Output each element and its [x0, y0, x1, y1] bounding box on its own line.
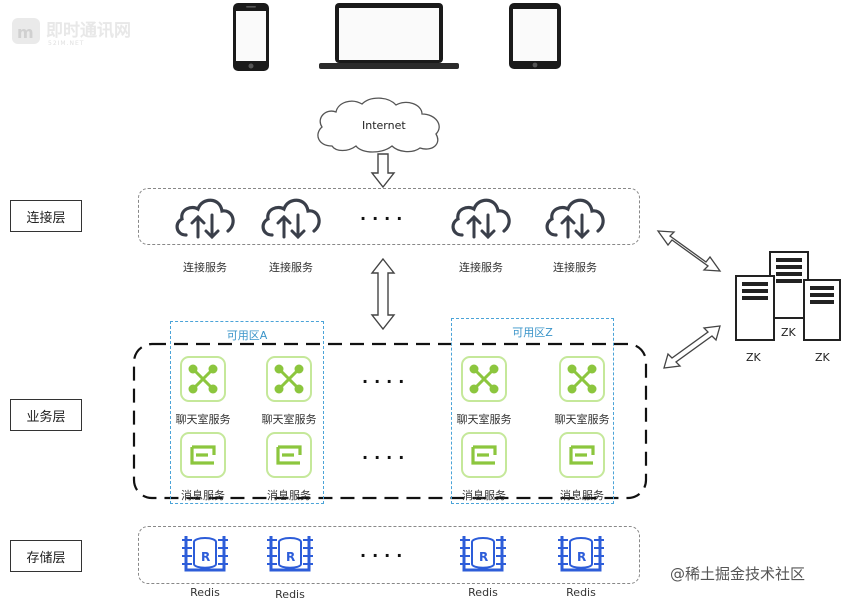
message-icon [190, 445, 216, 465]
connection-service-label: 连接服务 [183, 261, 227, 274]
cloud-icon [317, 97, 440, 153]
smartphone-icon [233, 3, 269, 71]
tablet-icon [509, 3, 561, 69]
laptop-icon [319, 3, 459, 69]
cloud-upload-download-icon [175, 198, 235, 240]
svg-text:R: R [577, 550, 586, 564]
chatroom-service [266, 356, 312, 402]
diagonal-double-arrow-icon [656, 230, 722, 272]
chatroom-service-label: 聊天室服务 [261, 413, 317, 426]
ellipsis: .... [360, 205, 409, 224]
message-service [461, 432, 507, 478]
svg-text:m: m [17, 23, 34, 42]
svg-text:R: R [201, 550, 210, 564]
message-service [180, 432, 226, 478]
chatroom-service [559, 356, 605, 402]
cloud-upload-download-icon [261, 198, 321, 240]
message-icon [569, 445, 595, 465]
svg-text:R: R [479, 550, 488, 564]
logo-sub: 52IM.NET [48, 40, 85, 47]
chatroom-network-icon [469, 364, 499, 394]
availability-zone-z: 可用区Z [451, 318, 614, 504]
zone-z-label: 可用区Z [512, 326, 553, 339]
zk-label: ZK [815, 351, 830, 364]
message-service [559, 432, 605, 478]
diagonal-double-arrow-icon [663, 325, 721, 369]
cloud-upload-download-icon [545, 198, 605, 240]
zk-server-cluster-icon [735, 251, 841, 341]
internet-label: Internet [362, 119, 406, 132]
chatroom-network-icon [274, 364, 304, 394]
redis-icon: R [558, 536, 604, 572]
svg-text:R: R [286, 550, 295, 564]
connection-service-label: 连接服务 [459, 261, 503, 274]
vertical-double-arrow-icon [370, 258, 396, 330]
layer-label-connection: 连接层 [10, 200, 82, 232]
message-icon [471, 445, 497, 465]
chatroom-network-icon [188, 364, 218, 394]
message-service-label: 消息服务 [181, 489, 225, 502]
chatroom-service [180, 356, 226, 402]
chatroom-network-icon [567, 364, 597, 394]
message-icon [276, 445, 302, 465]
connection-layer-box [138, 188, 640, 245]
logo: m 即时通讯网 52IM.NET [10, 14, 170, 54]
ellipsis: .... [360, 542, 409, 561]
ellipsis: .... [362, 444, 411, 463]
business-layer-box [132, 342, 648, 500]
storage-layer-box [138, 526, 640, 584]
message-service [266, 432, 312, 478]
redis-icon: R [182, 536, 228, 572]
redis-label: Redis [275, 588, 305, 601]
chatroom-service-label: 聊天室服务 [175, 413, 231, 426]
redis-label: Redis [468, 586, 498, 599]
chatroom-service [461, 356, 507, 402]
redis-label: Redis [566, 586, 596, 599]
layer-label-business: 业务层 [10, 399, 82, 431]
layer-label-storage: 存储层 [10, 540, 82, 572]
down-arrow-icon [370, 153, 396, 189]
availability-zone-a: 可用区A [170, 321, 324, 504]
zk-label: ZK [746, 351, 761, 364]
chatroom-service-label: 聊天室服务 [554, 413, 610, 426]
zone-a-label: 可用区A [226, 329, 268, 342]
chatroom-service-label: 聊天室服务 [456, 413, 512, 426]
logo-name: 即时通讯网 [46, 21, 131, 41]
redis-icon: R [267, 536, 313, 572]
ellipsis: .... [362, 368, 411, 387]
connection-service-label: 连接服务 [269, 261, 313, 274]
message-service-label: 消息服务 [560, 489, 604, 502]
message-service-label: 消息服务 [267, 489, 311, 502]
redis-icon: R [460, 536, 506, 572]
watermark: @稀土掘金技术社区 [670, 565, 806, 583]
zk-label: ZK [781, 326, 796, 339]
connection-service-label: 连接服务 [553, 261, 597, 274]
cloud-upload-download-icon [451, 198, 511, 240]
message-service-label: 消息服务 [462, 489, 506, 502]
redis-label: Redis [190, 586, 220, 599]
logo-mark-icon: m [12, 18, 40, 44]
